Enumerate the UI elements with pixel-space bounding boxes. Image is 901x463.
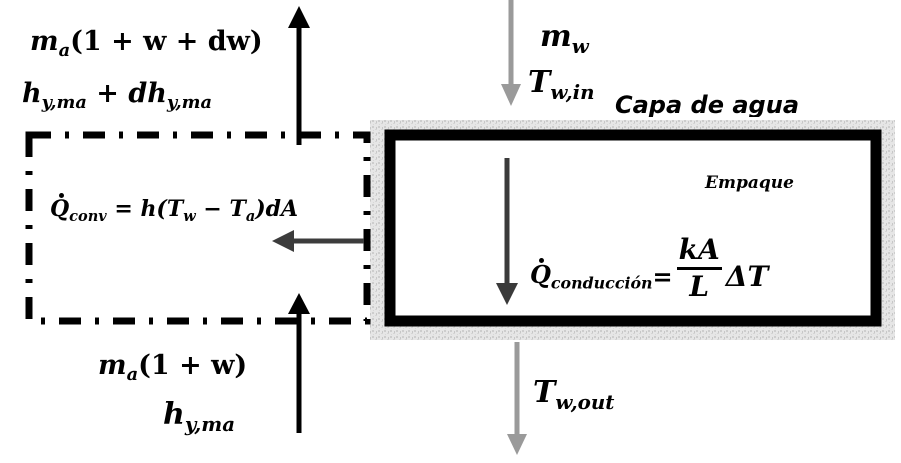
q-dot-symbol: Q (50, 196, 70, 222)
symbol: m (30, 26, 59, 57)
air-in-mass-label: ma(1 + w) (98, 352, 247, 384)
symbol: h (163, 397, 185, 432)
water-in-mass-label: mw (540, 22, 589, 57)
symbol: T (528, 65, 551, 100)
subscript: w,in (550, 79, 595, 104)
expression: = h(T (106, 196, 184, 222)
packing-box (384, 129, 882, 327)
convection-arrow (272, 230, 364, 252)
expression: (1 + w + dw) (70, 26, 263, 57)
symbol: h (22, 78, 42, 109)
air-out-mass-label: ma(1 + w + dw) (30, 28, 263, 60)
expression: + dh (86, 78, 167, 109)
subscript: w (571, 33, 589, 58)
air-control-volume (25, 131, 371, 325)
subscript: conv (69, 208, 107, 226)
symbol: T (533, 375, 556, 410)
expression: − T (195, 196, 246, 222)
subscript: y,ma (41, 92, 87, 114)
air-outflow-arrow (288, 6, 310, 145)
symbol: m (98, 350, 127, 381)
subscript: a (58, 40, 71, 62)
water-outflow-arrow (507, 342, 527, 455)
water-in-temp-label: Tw,in (528, 68, 595, 103)
convection-equation: Qconv = h(Tw − Ta)dA (50, 198, 298, 225)
expression: )dA (255, 196, 299, 222)
subscript: w (183, 208, 196, 226)
expression: (1 + w) (138, 350, 248, 381)
fraction: kA L (676, 236, 722, 303)
denominator: L (689, 270, 710, 303)
subscript: a (245, 208, 256, 226)
numerator: kA (676, 236, 722, 270)
equals-sign: = (652, 261, 673, 291)
subscript: a (126, 364, 139, 386)
water-out-temp-label: Tw,out (533, 378, 614, 413)
subscript: y,ma (184, 411, 236, 436)
subscript: conducción (550, 273, 653, 293)
air-out-enthalpy-label: hy,ma + dhy,ma (22, 80, 212, 112)
conduction-equation: Qconducción = kA L ΔT (530, 232, 768, 301)
air-inflow-arrow (288, 293, 310, 433)
conduction-arrow (496, 158, 518, 305)
q-dot-symbol: Q (530, 260, 551, 290)
water-inflow-arrow (501, 0, 521, 106)
air-in-enthalpy-label: hy,ma (163, 400, 235, 435)
delta-t: ΔT (725, 259, 769, 293)
water-layer-label: Capa de agua (615, 93, 800, 117)
symbol: m (540, 19, 572, 54)
subscript: y,ma (166, 92, 213, 114)
subscript: w,out (555, 389, 615, 414)
packing-label: Empaque (705, 173, 794, 193)
